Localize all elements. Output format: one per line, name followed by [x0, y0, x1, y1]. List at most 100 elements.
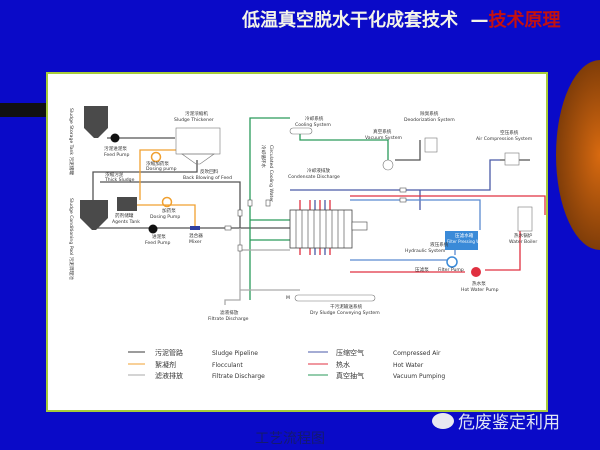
condensate-cn: 冷却液排放	[307, 167, 330, 174]
hydraulic-en: Hydraulic System	[405, 248, 446, 254]
dosing-pump-top-icon	[150, 151, 162, 163]
hot-water-pipe	[350, 195, 546, 273]
agents-tank-en: Agents Tank	[112, 219, 140, 225]
dosing-pump-icon	[161, 196, 173, 208]
mixer-en: Mixer	[189, 239, 202, 245]
thickener-cn: 污泥浓缩机	[185, 110, 208, 117]
water-tank-cn: 压滤水箱	[455, 232, 474, 239]
decorative-bar	[0, 103, 48, 117]
valve-icon	[399, 187, 407, 193]
feed-pump-en: Feed Pump	[145, 240, 170, 246]
valve-icon	[399, 197, 407, 203]
feed-pump-top-cn: 污泥进泥泵	[104, 145, 127, 152]
dry-sludge-cn: 干污泥输送系统	[330, 303, 363, 310]
water-boiler-cn: 热水锅炉	[514, 232, 533, 239]
cooling-system-en: Cooling System	[295, 122, 331, 128]
deodorization-unit-icon	[424, 137, 438, 153]
motor-icon: M	[286, 295, 290, 301]
legend-item-cn: 滤液排放	[155, 371, 183, 380]
dosing-pump-top-en: Dosing pump	[146, 166, 177, 172]
air-pipe	[290, 159, 500, 210]
conditioning-pool-label: Sludge Conditioning Pool 污泥调理池	[68, 198, 75, 280]
legend-item-cn: 真空抽气	[336, 371, 364, 380]
valve-icon	[237, 244, 243, 252]
sludge-conditioning-pool	[80, 200, 108, 230]
feed-pump-icon	[148, 224, 158, 234]
slide-title: 低温真空脱水干化成套技术 —技术原理	[242, 10, 561, 31]
legend-item-cn: 污泥管路	[155, 348, 183, 357]
wechat-icon	[432, 412, 454, 429]
vacuum-pipe	[250, 219, 290, 241]
air-compressor-icon	[504, 152, 520, 166]
back-blowing-cn: 反吹回料	[200, 168, 219, 175]
legend-item-en: Sludge Pipeline	[212, 350, 258, 357]
feed-pump-cn: 进泥泵	[152, 233, 166, 240]
diagram-caption: 工艺流程图	[255, 431, 325, 447]
filter-press	[289, 209, 353, 249]
filtrate-en: Filtrate Discharge	[208, 316, 249, 322]
watermark: 危废鉴定利用	[432, 408, 560, 433]
feed-pump-top-icon	[110, 133, 120, 143]
vacuum-pump-icon	[382, 159, 394, 171]
agents-tank	[117, 197, 137, 211]
mixer-cn: 混合器	[189, 232, 203, 239]
vacuum-system-cn: 真空系统	[373, 128, 392, 135]
legend-item-en: Hot Water	[393, 362, 424, 369]
thick-sludge-en: Thick Sludge	[104, 177, 135, 183]
legend-item-en: Filtrate Discharge	[212, 373, 265, 380]
deodorization-cn: 除臭系统	[420, 110, 439, 117]
legend-item-en: Compressed Air	[393, 350, 441, 357]
circulated-cooling-water-cn: 冷却循环水	[260, 145, 267, 168]
legend: 污泥管路 Sludge Pipeline 絮凝剂 Flocculant 滤液排放…	[128, 348, 445, 380]
feed-pump-top-en: Feed Pump	[104, 152, 129, 158]
hot-water-pump-icon	[471, 267, 481, 277]
filter-pump-en: Filter Pump	[438, 267, 464, 273]
water-boiler-icon	[517, 206, 533, 232]
valve-icon	[224, 225, 232, 231]
filter-pump-cn: 压滤泵	[415, 266, 429, 273]
hot-water-pump-cn: 热水泵	[472, 280, 486, 287]
water-boiler-en: Water Boiler	[509, 239, 537, 245]
water-tank-en: Filter Pressing Water Tank	[447, 239, 499, 244]
sludge-pipe	[92, 160, 198, 200]
mixer-icon	[190, 226, 200, 230]
filter-pressing-water-tank	[445, 231, 478, 250]
vacuum-pipe	[299, 132, 389, 160]
vacuum-pump-line	[395, 140, 421, 161]
valve-icon	[237, 209, 243, 217]
cooling-system-icon	[289, 127, 313, 135]
hydraulic-cn: 液压系统	[430, 241, 449, 248]
watermark-text: 危废鉴定利用	[458, 413, 560, 433]
dry-sludge-en: Dry Sludge Conveying System	[310, 310, 380, 316]
air-compression-cn: 空压系统	[500, 129, 519, 136]
sludge-storage-tank	[84, 106, 108, 138]
legend-item-en: Vacuum Pumping	[393, 373, 445, 380]
vacuum-pipe	[249, 117, 290, 300]
valve-icon	[265, 199, 271, 207]
filtrate-cn: 滤液排放	[220, 309, 239, 316]
condensate-en: Condensate Discharge	[288, 174, 340, 180]
valve-icon	[247, 199, 253, 207]
legend-item-cn: 热水	[336, 360, 350, 369]
thickener-en: Sludge Thickener	[174, 117, 214, 123]
circulated-cooling-water-label: Circulated Cooling Water	[268, 145, 274, 202]
filter-pump-icon	[446, 256, 458, 268]
dosing-pump-cn: 加药泵	[162, 207, 176, 214]
legend-item-cn: 絮凝剂	[155, 360, 176, 369]
cooling-system-cn: 冷却系统	[305, 115, 324, 122]
flocculant-pipe	[137, 204, 196, 228]
back-blowing-en: Back Blowing of Feed	[183, 175, 232, 181]
hot-water-pump-en: Hot Water Pump	[461, 287, 499, 293]
legend-item-cn: 压缩空气	[336, 348, 364, 357]
dry-sludge-conveyor	[294, 294, 376, 302]
dosing-pump-en: Dosing Pump	[150, 214, 180, 220]
flocculant-pipe	[139, 149, 180, 200]
vacuum-system-en: Vacuum System	[365, 135, 403, 141]
agents-tank-cn: 药剂储罐	[115, 212, 134, 219]
deodorization-en: Deodorization System	[404, 117, 455, 123]
thick-sludge-cn: 浓缩污泥	[105, 171, 124, 178]
sludge-storage-tank-label: Sludge Storage Tank 污泥储罐	[68, 108, 75, 175]
legend-item-en: Flocculant	[212, 362, 243, 369]
filtrate-pipe	[224, 228, 300, 305]
